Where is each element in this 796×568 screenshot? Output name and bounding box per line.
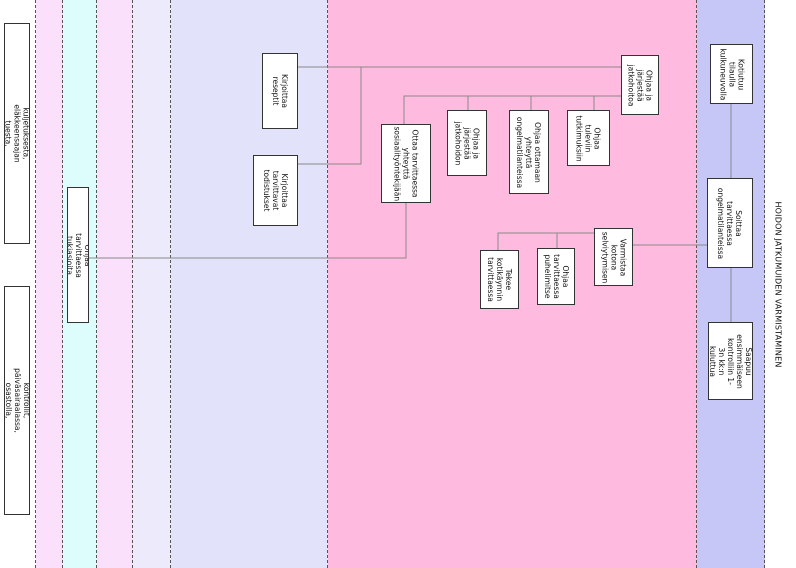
note-todistukset-text: Todistuksista, kuljetuksesta, eläkkeensa… [4, 104, 30, 163]
node-ohjaa-jarjestaa-text: Ohjaa ja järjestää jatkohoitoa [626, 64, 654, 106]
node-ottaa-yhteytta-sosiaali: Ottaa tarvittaessa yhteyttä sosiaalityön… [381, 124, 431, 203]
node-ohjaa-jarjestaa-jatkohoito-text: Ohjaa ja järjestää jatkohoidon [453, 121, 481, 165]
node-ohjaa-tuleviin-tutkimuksiin-text: Ohjaa tuleviin tutkimuksiin [575, 114, 603, 162]
node-kirjoittaa-reseptit: Kirjoittaa reseptit [262, 53, 298, 129]
lane-pink-light-b [97, 0, 133, 568]
diagram-title: HOIDON JATKUMUIDEN VARMISTAMINEN [760, 0, 796, 568]
node-ohjaa-jarjestaa: Ohjaa ja järjestää jatkohoitoa [621, 55, 659, 115]
lane-pink-light-a [36, 0, 63, 568]
node-tekee-kotikaynnin: Tekee kotikäynnin tarvittaessa [480, 250, 519, 309]
note-saturaatio-text: Saturaatio-, hiilidioksidi-kontrollit, p… [4, 368, 30, 433]
node-kirjoittaa-reseptit-text: Kirjoittaa reseptit [271, 74, 289, 108]
node-ohjaa-ottamaan-yhteytta: Ohjaa ottamaan yhteyttä ongelmatilanteis… [509, 110, 549, 194]
lane-lavender [171, 0, 328, 568]
node-saapuu-kontrolliin: Saapuu ensimmäiseen kontrolliin 1-3n kk:… [708, 322, 753, 400]
lane-lavender-light [133, 0, 171, 568]
node-ohjaa-puhelimitse: Ohjaa tarvittaessa puhelimitse [537, 248, 575, 305]
node-kotiutuu-text: Kotiutuu tilaulla kulkuneuvolla [718, 48, 745, 100]
node-ohjaa-tuleviin-tutkimuksiin: Ohjaa tuleviin tutkimuksiin [567, 110, 610, 166]
note-todistukset: Todistuksista, kuljetuksesta, eläkkeensa… [4, 23, 30, 244]
node-ohjaa-puhelimitse-text: Ohjaa tarvittaessa puhelimitse [542, 254, 570, 299]
node-ohjaa-ottamaan-yhteytta-text: Ohjaa ottamaan yhteyttä ongelmatilanteis… [515, 116, 543, 188]
node-varmistaa-kotona: Varmistaa kotona selviytymisen [594, 228, 633, 286]
node-soittaa-ongelma: Soittaa tarvittaessa ongelmatilanteissa [707, 178, 753, 268]
node-kirjoittaa-todistukset: Kirjoittaa tarvittavat todistukset [253, 155, 298, 226]
node-kotiutuu: Kotiutuu tilaulla kulkuneuvolla [710, 44, 753, 104]
node-ohjaa-tukiasiat-text: Ohjaa tarvittaessa tukiasioita [67, 232, 89, 278]
node-saapuu-kontrolliin-text: Saapuu ensimmäiseen kontrolliin 1-3n kk:… [708, 333, 753, 389]
node-ohjaa-tukiasiat: Ohjaa tarvittaessa tukiasioita [67, 187, 89, 323]
lane-title [765, 0, 796, 568]
node-ottaa-yhteytta-sosiaali-text: Ottaa tarvittaessa yhteyttä sosiaalityön… [392, 126, 420, 202]
node-ohjaa-jarjestaa-jatkohoito: Ohjaa ja järjestää jatkohoidon [447, 110, 487, 176]
note-saturaatio: Saturaatio-, hiilidioksidi-kontrollit, p… [4, 286, 30, 515]
node-tekee-kotikaynnin-text: Tekee kotikäynnin tarvittaessa [486, 257, 514, 302]
node-kirjoittaa-todistukset-text: Kirjoittaa tarvittavat todistukset [262, 169, 289, 212]
node-soittaa-ongelma-text: Soittaa tarvittaessa ongelmatilanteissa [716, 187, 744, 259]
node-varmistaa-kotona-text: Varmistaa kotona selviytymisen [600, 231, 628, 283]
diagram-title-text: HOIDON JATKUMUIDEN VARMISTAMINEN [773, 200, 783, 368]
